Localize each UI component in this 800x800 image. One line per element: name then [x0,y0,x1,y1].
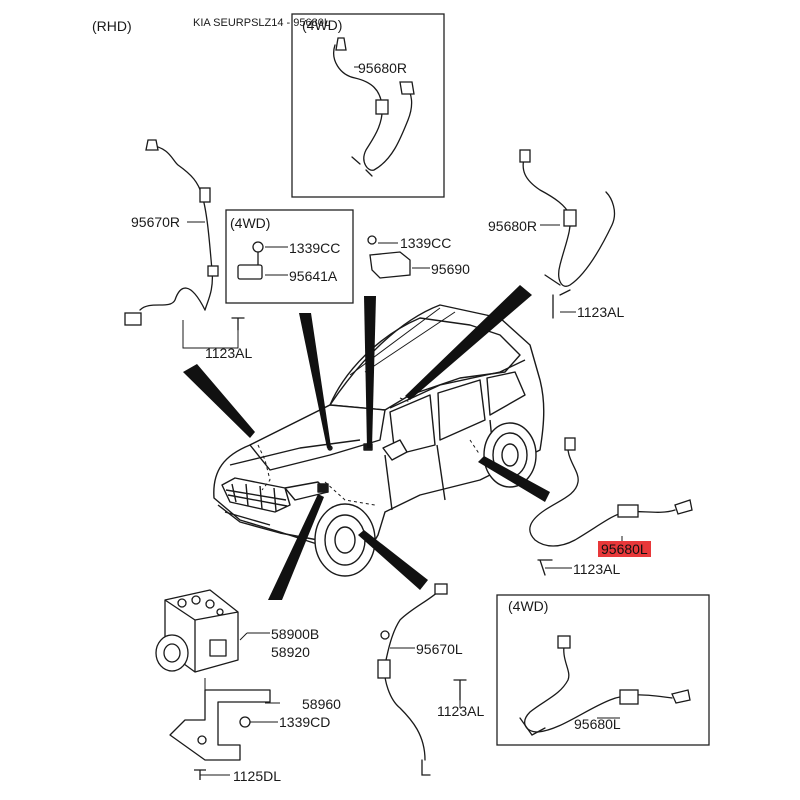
part-58900B[interactable]: 58900B [271,626,320,642]
part-95680L-highlight[interactable]: 95680L [598,541,651,557]
abs-hydraulic-unit [155,589,271,780]
group-boxes [225,13,710,746]
part-1123AL-left[interactable]: 1123AL [205,345,253,361]
sensor-wiring-harnesses [124,37,693,776]
part-95670R[interactable]: 95670R [131,214,181,230]
variant-label: (RHD) [92,18,132,34]
leader-lines [182,66,623,776]
part-95680L-box[interactable]: 95680L [574,716,621,732]
box-top-4wd-label: (4WD) [302,17,343,33]
part-1339CC-a[interactable]: 1339CC [289,240,341,256]
part-95680R-top[interactable]: 95680R [358,60,408,76]
box-bottom-4wd-label: (4WD) [508,598,549,614]
part-1123AL-right[interactable]: 1123AL [577,304,625,320]
box-mid-4wd-label: (4WD) [230,215,271,231]
part-1125DL[interactable]: 1125DL [233,768,282,784]
part-95670L[interactable]: 95670L [416,641,463,657]
part-1123AL-rear[interactable]: 1123AL [573,561,621,577]
pointer-wedges [183,285,550,600]
part-1339CC-b[interactable]: 1339CC [400,235,452,251]
vehicle-illustration [213,304,545,577]
part-95641A[interactable]: 95641A [289,268,338,284]
part-58960[interactable]: 58960 [302,696,341,712]
highlight-badge: 95680L [598,541,651,557]
model-title: KIA SEURPSLZ14 - 95680L [193,17,330,29]
box-mid-4wd [225,209,354,304]
box-bottom-4wd [496,594,710,746]
part-95690[interactable]: 95690 [431,261,470,277]
part-58920[interactable]: 58920 [271,644,310,660]
part-95680R-right[interactable]: 95680R [488,218,538,234]
part-1123AL-front[interactable]: 1123AL [437,703,485,719]
part-1339CD[interactable]: 1339CD [279,714,331,730]
box-top-4wd [291,13,445,198]
